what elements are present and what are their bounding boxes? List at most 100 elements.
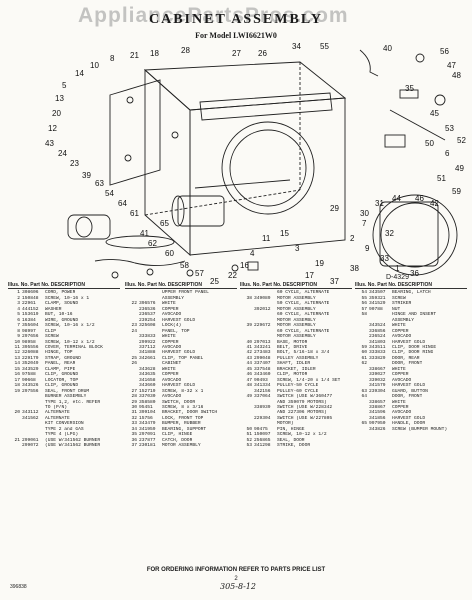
part-no: 333829: [369, 355, 386, 361]
part-description: NUT: [392, 306, 401, 312]
part-description: AVOCADO: [162, 344, 182, 350]
callout-number: 33: [380, 254, 389, 263]
illus-no: 65: [361, 421, 367, 427]
part-no: 237877: [139, 437, 156, 443]
part-no: 299061: [22, 437, 39, 443]
part-description: ASSEMBLY: [162, 295, 185, 301]
callout-number: 24: [58, 149, 67, 158]
part-description: CLAMP, PIPE: [45, 366, 76, 372]
page-title: CABINET ASSEMBLY: [148, 12, 323, 27]
part-no: 297091: [139, 432, 156, 438]
callout-number: 52: [457, 136, 466, 145]
callout-number: 47: [447, 61, 456, 70]
illus-no: 3: [17, 301, 20, 307]
part-no: 392012: [254, 306, 271, 312]
illus-no: 30: [131, 404, 137, 410]
part-no: 256865: [254, 437, 271, 443]
callout-number: 17: [305, 271, 314, 280]
part-no: 339027: [369, 372, 386, 378]
part-description: AND 227306 MOTORS): [277, 410, 327, 416]
parts-header: Illus. No. Part No. DESCRIPTION: [240, 282, 352, 290]
callout-number: 31: [375, 199, 384, 208]
callout-number: 41: [140, 229, 149, 238]
part-no: 337407: [254, 361, 271, 367]
callout-number: 35: [405, 84, 414, 93]
part-description: HARVEST GOLD: [392, 415, 426, 421]
parts-row: KIT CONVERSION: [8, 421, 120, 426]
part-description: SEAL, DOOR: [277, 437, 305, 443]
callout-number: 38: [350, 264, 359, 273]
part-no: 16384: [22, 317, 36, 323]
part-description: BUT, 10-16: [45, 312, 73, 318]
parts-row: TO (P/N): [8, 405, 120, 410]
cabinet-front: [189, 97, 346, 256]
part-no: 333833: [369, 350, 386, 356]
illus-no: 36: [131, 437, 137, 443]
part-no: 338667: [369, 366, 386, 372]
part-description: SCREW, 1/4-20 x 1/4 SET: [277, 377, 341, 383]
illus-no: [8, 443, 22, 448]
illus-no: 50: [246, 426, 252, 432]
illus-no: 55: [361, 295, 367, 301]
callout-number: 29: [330, 204, 339, 213]
part-description: WHITE: [392, 323, 406, 329]
callout-number: 36: [410, 269, 419, 278]
part-description: UPPER FRONT PANEL: [162, 290, 209, 296]
illus-no: 20: [14, 410, 20, 416]
part-description: BEARING, LATCH: [392, 290, 431, 296]
illus-no: [355, 427, 369, 432]
part-no: 308606: [22, 290, 39, 296]
part-description: COPPER: [392, 404, 409, 410]
part-description: WIRE, GROUND: [45, 317, 79, 323]
part-no: 341334: [254, 383, 271, 389]
part-description: BELT, DRIVE: [277, 344, 308, 350]
part-description: AVOCADO: [162, 377, 182, 383]
parts-row: MOTOR): [240, 421, 352, 426]
illus-no: 6: [17, 317, 20, 323]
part-description: 60 CYCLE, ALTERNATE: [277, 328, 330, 334]
part-description: HARVEST GOLD: [392, 383, 426, 389]
part-description: CLIP, GROUND: [45, 372, 79, 378]
illus-no: 57: [361, 306, 367, 312]
callout-number: 55: [320, 42, 329, 51]
callout-number: 37: [330, 277, 339, 284]
illus-no: 4: [17, 306, 20, 312]
parts-row: ASSEMBLY: [355, 318, 467, 323]
callout-number: 6: [445, 149, 450, 158]
callout-number: 12: [48, 124, 57, 133]
part-description: BURNER ASSEMBLY: [45, 394, 87, 400]
part-no: 90668: [22, 377, 36, 383]
part-description: PANEL, REAR: [45, 361, 76, 367]
part-no: 299048: [254, 355, 271, 361]
part-no: 343628: [139, 366, 156, 372]
illus-no: 18: [14, 383, 20, 389]
part-description: DOOR, FRONT: [392, 394, 423, 400]
callout-number: 49: [455, 164, 464, 173]
callout-number: 5: [62, 81, 67, 90]
callout-number: 40: [383, 44, 392, 53]
part-description: SCREW: [392, 295, 406, 301]
part-description: MOTOR ASSEMBLY: [277, 317, 316, 323]
part-description: 50 CYCLE, ALTERNATE: [277, 301, 330, 307]
part-no: 338657: [369, 399, 386, 405]
